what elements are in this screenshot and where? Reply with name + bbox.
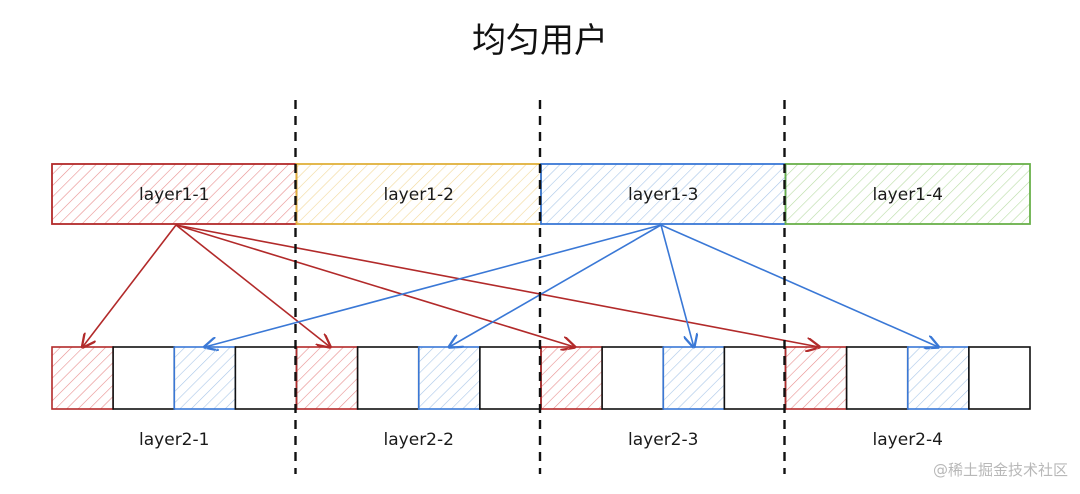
layer1-label: layer1-1: [139, 185, 209, 205]
layer2-cell: [968, 346, 1031, 410]
arrow: [83, 224, 177, 347]
arrow: [660, 224, 694, 347]
layer1-label: layer1-3: [628, 185, 698, 205]
arrows: [83, 224, 939, 347]
layer2-cell: [662, 346, 726, 410]
layer2-label: layer2-1: [139, 430, 209, 450]
diagram-title: 均匀用户: [472, 21, 608, 61]
layer2-cell: [784, 346, 848, 410]
watermark: @稀土掘金技术社区: [933, 461, 1068, 479]
layer1-segment-2: layer1-2: [295, 163, 542, 225]
layer2-label: layer2-4: [873, 430, 943, 450]
layer2-cell: [845, 346, 909, 410]
layer1-segment-3: layer1-3: [540, 163, 787, 225]
layer2-cell: [173, 346, 237, 410]
layer2-cell: [112, 346, 176, 410]
layer1-segment-4: layer1-4: [784, 163, 1031, 225]
arrow: [175, 224, 819, 347]
layer2-cell: [234, 346, 298, 410]
layer2-cell: [417, 346, 481, 410]
layer2-cell: [723, 346, 787, 410]
layer2-cell: [295, 346, 359, 410]
arrow: [175, 224, 575, 347]
layer2-cell: [540, 346, 603, 410]
layer1-bar: layer1-1 layer1-2 layer1-3 layer1-4: [51, 163, 1031, 225]
layer2-cell: [479, 346, 542, 410]
layer1-label: layer1-2: [384, 185, 454, 205]
layer2-bar: [51, 346, 1031, 410]
layer1-label: layer1-4: [873, 185, 943, 205]
layer2-labels: layer2-1 layer2-2 layer2-3 layer2-4: [139, 430, 943, 450]
layer2-cell: [906, 346, 970, 410]
arrow: [660, 224, 938, 347]
layer2-cell: [356, 346, 420, 410]
arrow: [205, 224, 662, 347]
layer2-cell: [51, 346, 114, 410]
layer2-cell: [601, 346, 665, 410]
layer1-segment-1: layer1-1: [51, 163, 298, 225]
arrow: [449, 224, 662, 347]
dividers: [294, 100, 786, 474]
arrow: [175, 224, 330, 347]
layer2-label: layer2-3: [628, 430, 698, 450]
layer2-label: layer2-2: [384, 430, 454, 450]
